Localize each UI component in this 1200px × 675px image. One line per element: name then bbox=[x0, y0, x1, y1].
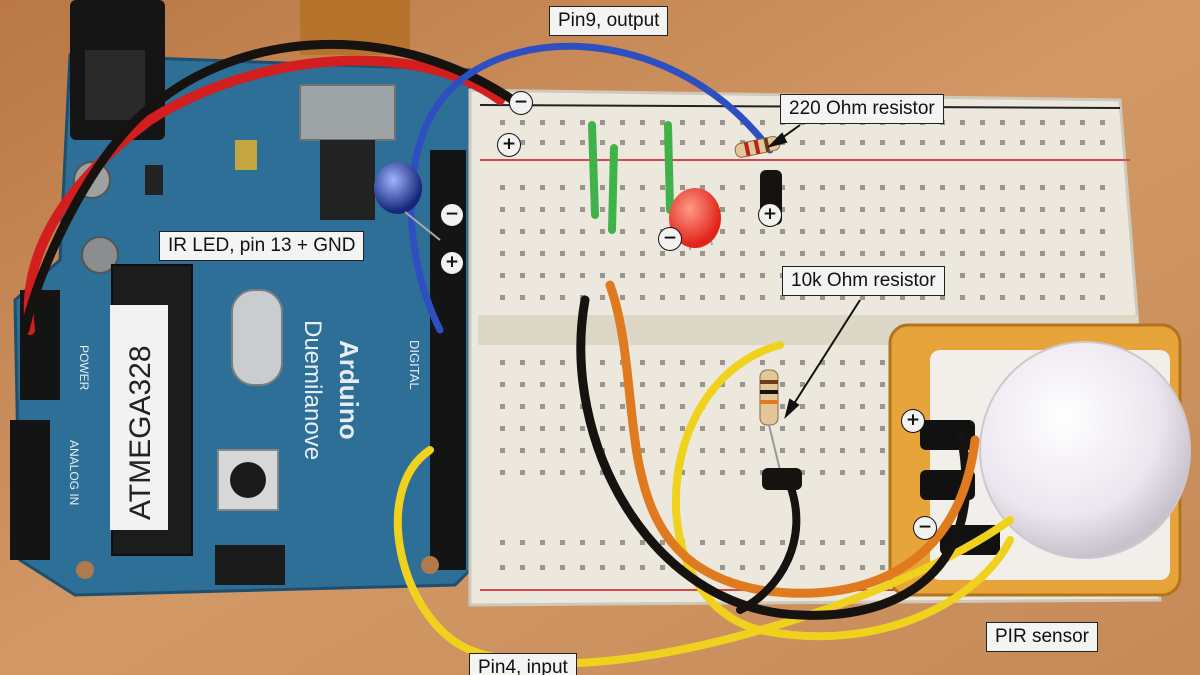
icsp-header bbox=[215, 545, 285, 585]
wires bbox=[20, 39, 1014, 668]
wire-yellow bbox=[672, 341, 1014, 641]
pir-dome bbox=[979, 341, 1191, 559]
power-label: POWER bbox=[77, 345, 91, 391]
wire-green bbox=[664, 121, 674, 214]
wire-black bbox=[20, 39, 525, 335]
analog-label: ANALOG IN bbox=[67, 440, 81, 505]
crystal bbox=[231, 289, 283, 386]
usb-connector bbox=[299, 84, 396, 141]
wire-green bbox=[608, 144, 618, 234]
chip-sticker bbox=[110, 305, 168, 530]
plus-sign-icon: + bbox=[440, 251, 464, 275]
wire-red bbox=[23, 55, 505, 335]
plus-sign-icon: + bbox=[901, 409, 925, 433]
annotation-pir-sensor: PIR sensor bbox=[986, 622, 1098, 652]
minus-sign-icon: − bbox=[913, 516, 937, 540]
wire-green bbox=[588, 121, 599, 219]
wire-orange bbox=[605, 280, 980, 598]
capacitor bbox=[81, 236, 119, 274]
wire-black bbox=[576, 295, 971, 620]
ir-led bbox=[374, 162, 441, 241]
annotation-220-ohm-resistor: 220 Ohm resistor bbox=[780, 94, 944, 124]
wire-black bbox=[736, 481, 801, 614]
analog-header bbox=[10, 420, 50, 560]
red-led bbox=[669, 188, 721, 250]
plus-sign-icon: + bbox=[497, 133, 521, 157]
annotation-10k-ohm-resistor: 10k Ohm resistor bbox=[782, 266, 945, 296]
resistor-10k bbox=[759, 369, 802, 490]
annotation-pin9-output: Pin9, output bbox=[549, 6, 669, 36]
pir-sensor bbox=[888, 323, 1191, 597]
wire-blue bbox=[407, 42, 774, 334]
digital-label: DIGITAL bbox=[407, 340, 422, 390]
minus-sign-icon: − bbox=[440, 203, 464, 227]
annotation-ir-led: IR LED, pin 13 + GND bbox=[159, 231, 365, 261]
minus-sign-icon: − bbox=[509, 91, 533, 115]
usb-chip bbox=[320, 140, 375, 220]
board-brand: Arduino bbox=[334, 340, 364, 440]
fuse bbox=[235, 140, 257, 170]
regulator bbox=[145, 165, 163, 195]
board-model: Duemilanove bbox=[299, 320, 326, 460]
annotation-pin4-input: Pin4, input bbox=[469, 653, 577, 675]
plus-sign-icon: + bbox=[758, 203, 782, 227]
chip-label: ATMEGA328 bbox=[124, 345, 157, 520]
annotation-arrows bbox=[766, 124, 861, 419]
minus-sign-icon: − bbox=[658, 227, 682, 251]
